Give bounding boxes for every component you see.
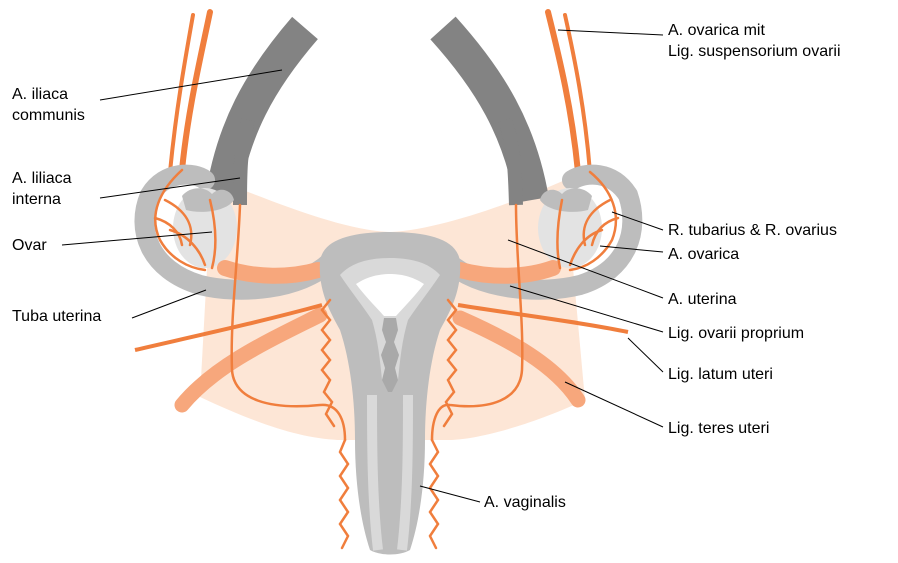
leader-a-vaginalis: [420, 486, 480, 502]
cervical-canal: [381, 318, 399, 392]
label-lig-teres-uteri: Lig. teres uteri: [668, 418, 769, 439]
label-a-iliaca-communis: A. iliaca communis: [12, 84, 85, 126]
iliac-artery-right: [443, 28, 532, 205]
proper-ovarian-ligament-right: [460, 268, 553, 276]
leader-tuba-uterina: [132, 290, 206, 318]
suspensory-ligament-left: [170, 12, 210, 172]
label-lig-ovarii-proprium: Lig. ovarii proprium: [668, 323, 804, 344]
label-a-ovarica: A. ovarica: [668, 244, 739, 265]
label-a-iliaca-interna: A. liliaca interna: [12, 168, 72, 210]
leader-lig-latum-uteri: [628, 338, 663, 372]
label-r-tubarius-ovarius: R. tubarius & R. ovarius: [668, 220, 837, 241]
label-a-vaginalis: A. vaginalis: [484, 492, 566, 513]
proper-ovarian-ligament-left: [225, 268, 318, 276]
label-a-ovarica-mit: A. ovarica mit Lig. suspensorium ovarii: [668, 20, 841, 62]
label-ovar: Ovar: [12, 235, 47, 256]
label-lig-latum-uteri: Lig. latum uteri: [668, 364, 773, 385]
label-a-uterina: A. uterina: [668, 289, 736, 310]
leader-a-ovarica-mit: [558, 30, 663, 35]
suspensory-ligament-right: [548, 12, 590, 172]
label-tuba-uterina: Tuba uterina: [12, 306, 101, 327]
